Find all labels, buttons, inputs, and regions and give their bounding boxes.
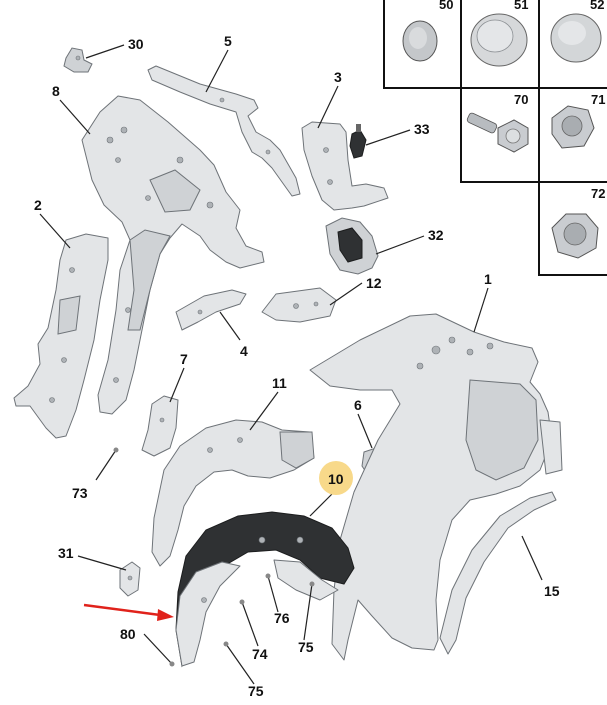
part-7-bracket: [141, 395, 179, 457]
part-32-bracket: [325, 217, 379, 275]
fastener-70-bolt: [466, 112, 529, 153]
label-11: 11: [272, 375, 287, 391]
label-15: 15: [544, 583, 560, 599]
red-arrow-icon: [83, 603, 174, 621]
label-76: 76: [274, 610, 290, 626]
fastener-70-label: 70: [514, 92, 528, 107]
highlight-circle: [319, 461, 353, 495]
fastener-50-plug: [402, 20, 438, 62]
part-3-panel: [301, 121, 389, 211]
part-8-pillar-frame: [81, 95, 265, 415]
fastener-71-label: 71: [591, 92, 605, 107]
fastener-71-nut: [551, 105, 595, 149]
label-7: 7: [180, 351, 188, 367]
label-75-lower: 75: [248, 683, 264, 699]
label-74: 74: [252, 646, 268, 662]
part-4-bracket: [175, 289, 247, 331]
label-30: 30: [128, 36, 144, 52]
fastener-72-nut: [551, 213, 599, 259]
part-5-roof-rail: [147, 65, 301, 197]
part-31-bracket: [119, 561, 141, 597]
part-11-inner-wheelarch: [151, 419, 315, 567]
part-10-wheelarch-liner: [175, 511, 355, 668]
fastener-51-cap: [470, 13, 528, 67]
label-1: 1: [484, 271, 492, 287]
part-33-clip: [349, 124, 367, 159]
fastener-table: 50 51 52 70 71 72: [383, 0, 607, 276]
part-12-plate: [261, 287, 337, 323]
label-80: 80: [120, 626, 136, 642]
label-5: 5: [224, 33, 232, 49]
fastener-50-label: 50: [439, 0, 453, 12]
label-31: 31: [58, 545, 74, 561]
label-2: 2: [34, 197, 42, 213]
leader-lines: [39, 44, 543, 685]
fastener-51-label: 51: [514, 0, 528, 12]
label-10: 10: [328, 471, 344, 487]
label-4: 4: [240, 343, 248, 359]
label-32: 32: [428, 227, 444, 243]
label-12: 12: [366, 275, 382, 291]
part-30-bracket: [63, 47, 93, 73]
label-8: 8: [52, 83, 60, 99]
fastener-52-cap: [550, 13, 602, 63]
fastener-72-label: 72: [591, 186, 605, 201]
callout-labels: 30 5 8 3 33 2 32 1 12 4 7 11 6 10 73 31 …: [34, 33, 560, 699]
part-15-arch-trim: [439, 491, 557, 655]
label-6: 6: [354, 397, 362, 413]
fastener-52-label: 52: [590, 0, 604, 12]
part-2-pillar-panel: [13, 233, 109, 439]
label-75-upper: 75: [298, 639, 314, 655]
label-73: 73: [72, 485, 88, 501]
part-1-quarter-panel: [309, 313, 563, 661]
label-3: 3: [334, 69, 342, 85]
label-33: 33: [414, 121, 430, 137]
